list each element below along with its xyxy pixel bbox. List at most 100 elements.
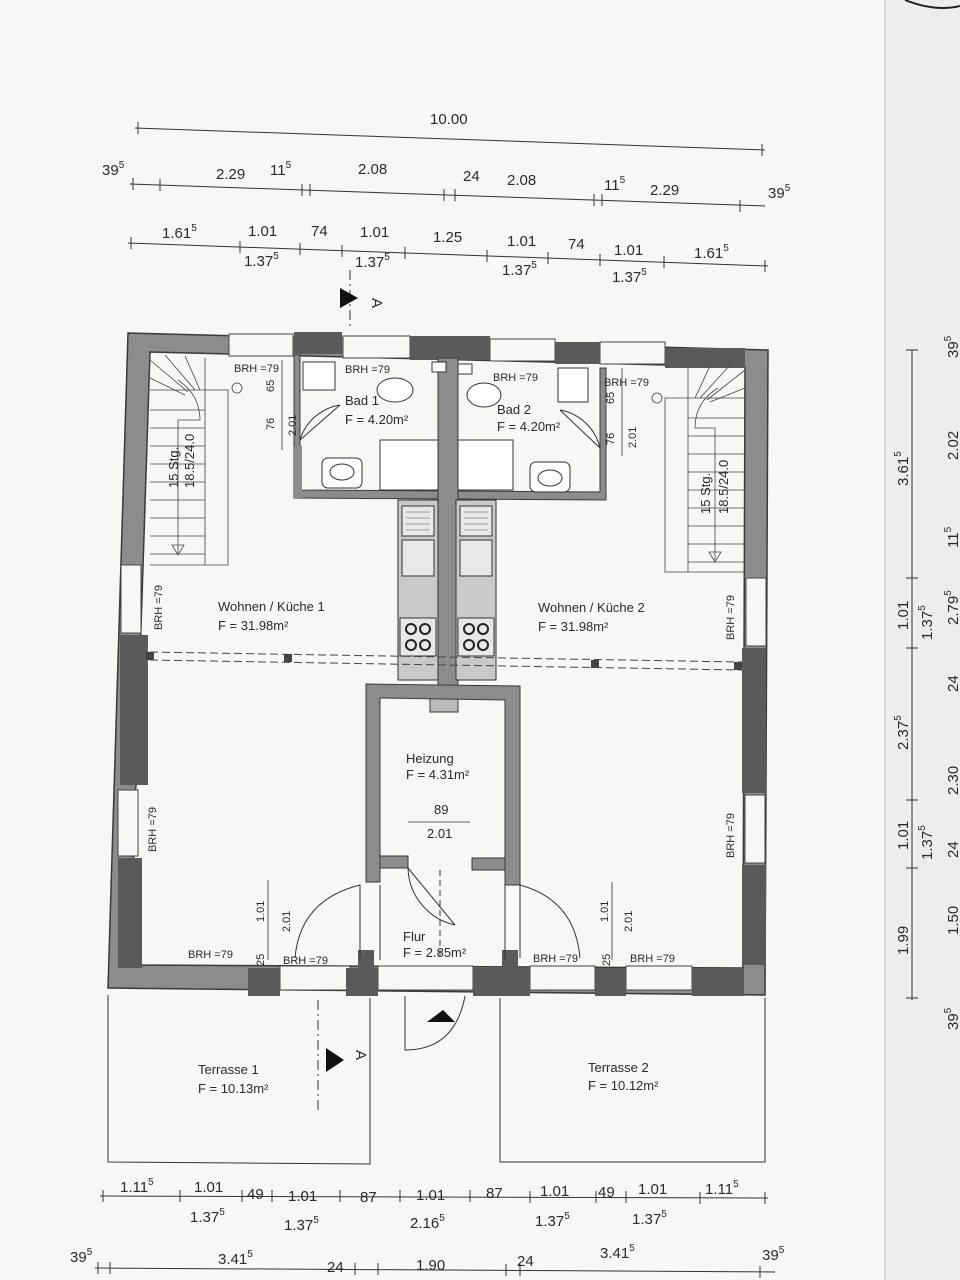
svg-text:1.01: 1.01 (248, 223, 277, 240)
room-area: F = 10.12m² (588, 1078, 659, 1093)
svg-text:2.375: 2.375 (893, 715, 912, 750)
svg-text:1.375: 1.375 (612, 267, 647, 286)
svg-text:1.375: 1.375 (535, 1211, 570, 1230)
svg-text:1.375: 1.375 (632, 1209, 667, 1228)
dim-label: 1.37 (355, 254, 384, 271)
svg-text:1.01: 1.01 (638, 1181, 667, 1198)
dim-label: 3.41 (600, 1245, 629, 1262)
dim-label: 2.29 (216, 166, 245, 183)
dim-label: 2.79 (945, 596, 960, 625)
bath-fixtures (302, 361, 589, 493)
svg-text:1.99: 1.99 (895, 926, 912, 955)
svg-text:1.01: 1.01 (360, 224, 389, 241)
dim-label: 1.90 (416, 1257, 445, 1274)
dim-label: 11 (945, 532, 960, 548)
dim-label: 2.08 (507, 172, 536, 189)
dim-label: 2.02 (945, 431, 960, 460)
small-dim: 89 (434, 802, 448, 817)
svg-text:395: 395 (70, 1247, 93, 1266)
svg-text:1.01: 1.01 (614, 242, 643, 259)
dim-label: 87 (360, 1189, 377, 1206)
top-dimensions (127, 122, 769, 272)
svg-text:1.375: 1.375 (190, 1207, 225, 1226)
svg-text:24: 24 (327, 1259, 344, 1276)
dim-label: 39 (102, 162, 119, 179)
dim-label: 24 (517, 1253, 534, 1270)
svg-text:395: 395 (102, 160, 125, 179)
dim-label: 1.50 (945, 906, 960, 935)
kitchen-units (397, 499, 497, 681)
svg-text:1.615: 1.615 (694, 243, 729, 262)
svg-text:115: 115 (604, 175, 626, 194)
small-dim: 2.01 (627, 427, 639, 448)
brh-label: BRH =79 (188, 949, 233, 961)
small-dim: 76 (265, 418, 277, 430)
svg-text:1.01: 1.01 (194, 1179, 223, 1196)
dim-label: 2.37 (895, 721, 912, 750)
dim-label: 1.01 (288, 1188, 317, 1205)
dim-label: 1.37 (190, 1209, 219, 1226)
stair-steps: 15 Stg. (698, 473, 713, 514)
dim-label: 74 (311, 223, 328, 240)
svg-text:2.08: 2.08 (358, 161, 387, 178)
dim-label: 1.11 (120, 1179, 148, 1196)
dim-label: 2.29 (650, 182, 679, 199)
svg-text:24: 24 (945, 841, 960, 858)
svg-text:3.415: 3.415 (600, 1243, 635, 1262)
brh-label: BRH =79 (147, 807, 159, 852)
dim-label: 2.30 (945, 766, 960, 795)
brh-label: BRH =79 (493, 372, 538, 384)
svg-text:1.25: 1.25 (433, 229, 462, 246)
dim-label: 49 (247, 1186, 264, 1203)
brh-label: BRH =79 (283, 955, 328, 967)
dim-label: 2.08 (358, 161, 387, 178)
svg-text:395: 395 (943, 335, 960, 358)
svg-text:24: 24 (945, 675, 960, 692)
dim-label: 1.01 (895, 601, 912, 630)
svg-text:2.165: 2.165 (410, 1213, 445, 1232)
svg-text:1.01: 1.01 (288, 1188, 317, 1205)
dim-label: 1.01 (507, 233, 536, 250)
svg-text:2.30: 2.30 (945, 766, 960, 795)
stove-icon (405, 623, 489, 651)
svg-text:74: 74 (568, 236, 585, 253)
small-dim: 65 (265, 380, 277, 392)
svg-text:1.01: 1.01 (895, 601, 912, 630)
svg-text:A: A (352, 1050, 369, 1060)
small-dim: 76 (605, 433, 617, 445)
dim-label: 49 (598, 1184, 615, 1201)
section-marker-top: A (340, 270, 385, 330)
brh-label: BRH =79 (533, 953, 578, 965)
dim-label: 1.37 (919, 831, 936, 860)
small-dim: 65 (605, 392, 617, 404)
paper-curl-corner (904, 0, 960, 9)
bottom-dimension-labels: 1.115 1.01 49 1.01 87 1.01 87 1.01 49 1.… (70, 1177, 785, 1276)
room-name: Wohnen / Küche 1 (218, 599, 325, 614)
svg-text:49: 49 (247, 1186, 264, 1203)
dim-label: 1.61 (162, 225, 191, 242)
dim-label: 1.61 (694, 245, 723, 262)
svg-text:1.375: 1.375 (355, 252, 390, 271)
building-walls (107, 332, 769, 996)
svg-text:49: 49 (598, 1184, 615, 1201)
dim-label: 3.41 (218, 1251, 247, 1268)
room-name: Terrasse 1 (198, 1062, 259, 1077)
room-area: F = 31.98m² (538, 619, 609, 634)
dim-label: 87 (486, 1185, 503, 1202)
room-area: F = 4.31m² (406, 767, 470, 782)
svg-text:2.29: 2.29 (216, 166, 245, 183)
small-dim: 2.01 (427, 826, 452, 841)
svg-text:87: 87 (360, 1189, 377, 1206)
dim-label: 1.99 (895, 926, 912, 955)
svg-text:395: 395 (943, 1007, 960, 1030)
dim-label: 24 (945, 841, 960, 858)
small-dim: 25 (255, 954, 267, 966)
svg-text:1.01: 1.01 (895, 821, 912, 850)
toilet-icon (466, 382, 502, 408)
brh-label: BRH =79 (153, 585, 165, 630)
dim-label: 1.37 (919, 611, 936, 640)
svg-text:395: 395 (762, 1245, 785, 1264)
dim-label: 1.37 (612, 269, 641, 286)
svg-text:1.115: 1.115 (120, 1177, 154, 1196)
small-dim: 1.01 (255, 901, 267, 922)
